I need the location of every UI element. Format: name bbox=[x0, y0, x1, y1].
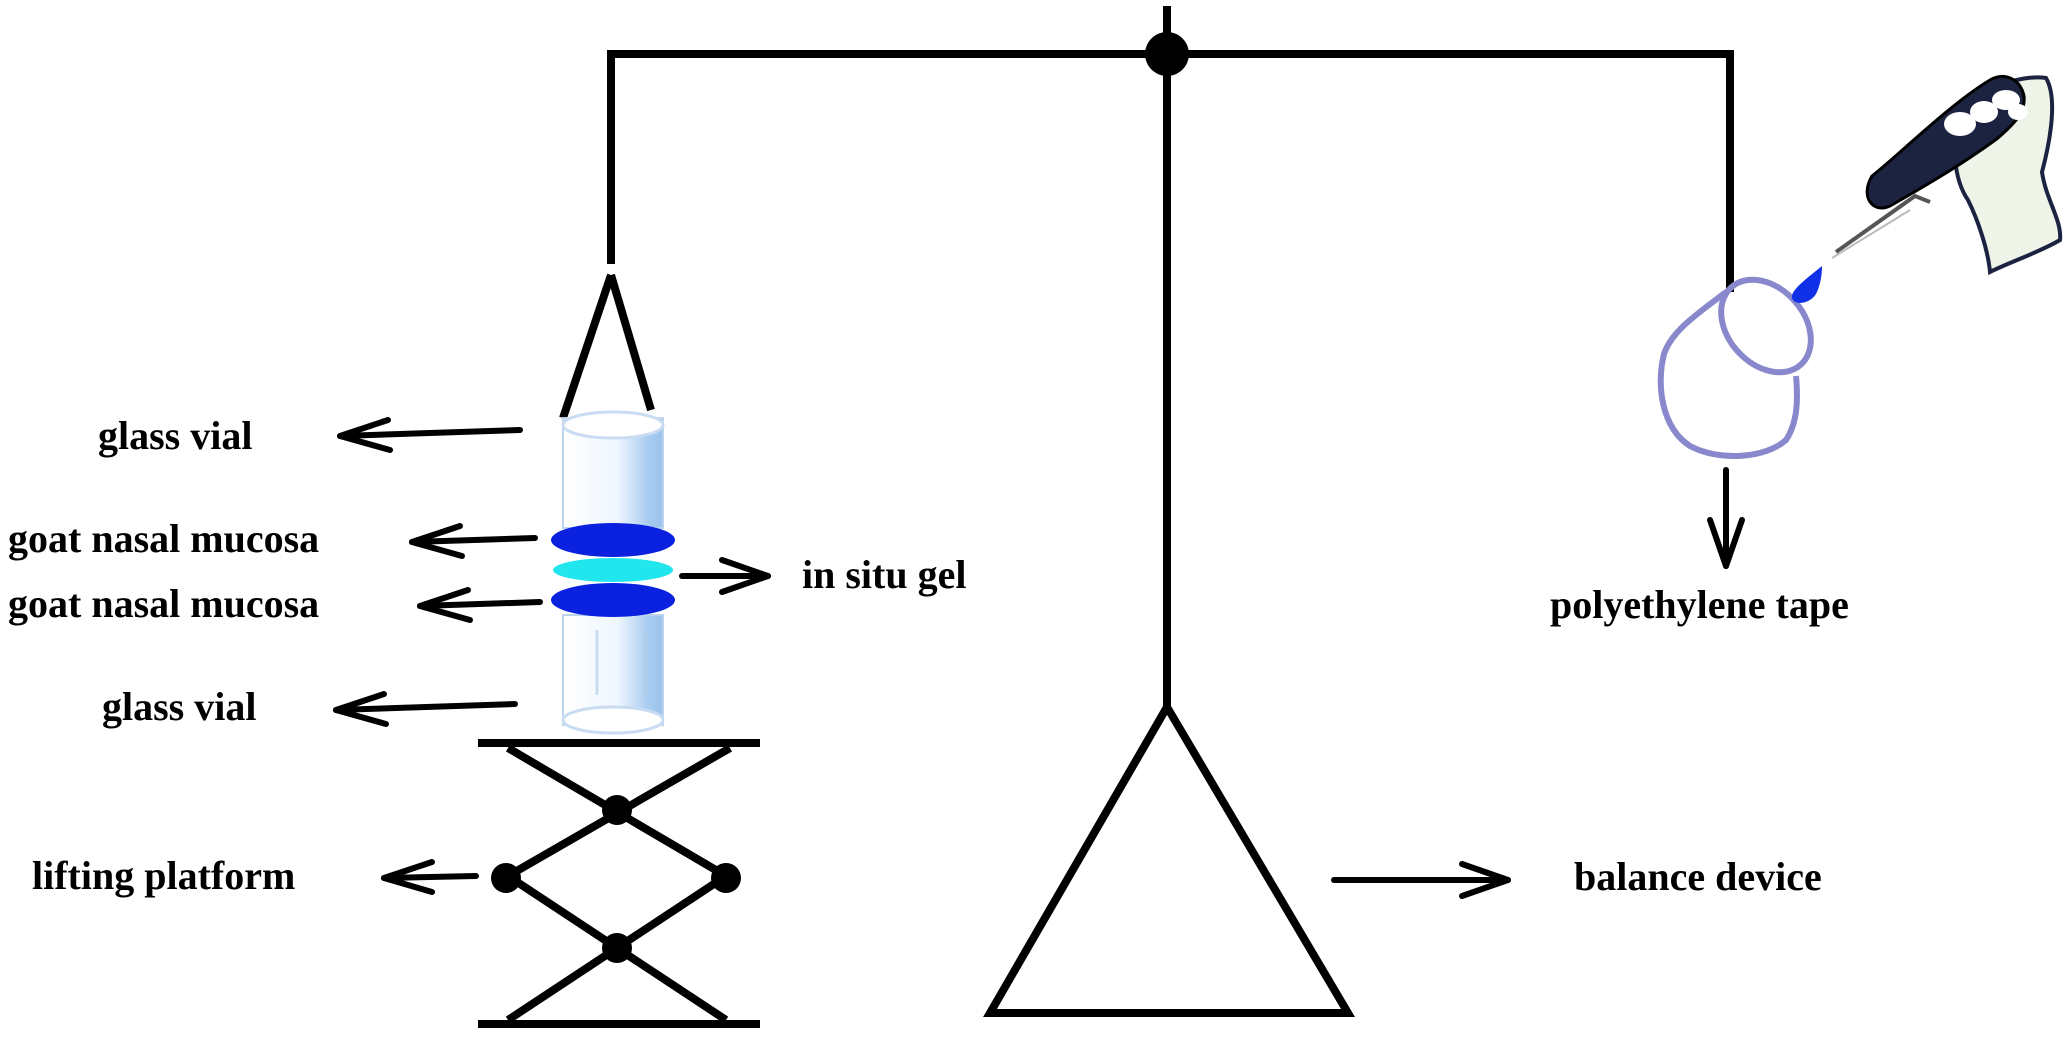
label-in-situ-gel: in situ gel bbox=[802, 552, 966, 597]
blue-drop-icon bbox=[1791, 266, 1822, 303]
hand-holding-dropper-icon bbox=[1831, 75, 2063, 276]
label-balance-device: balance device bbox=[1574, 854, 1822, 899]
arrow-glass-vial-bottom bbox=[333, 691, 518, 727]
beam-right-arm bbox=[1163, 50, 1734, 292]
lifting-platform-joints bbox=[491, 795, 741, 963]
arrow-balance-device bbox=[1331, 861, 1511, 899]
in-situ-gel-disc bbox=[553, 558, 673, 582]
glass-vial-stack bbox=[551, 410, 675, 735]
balance-beam bbox=[607, 6, 1734, 1017]
label-polyethylene-tape: polyethylene tape bbox=[1550, 582, 1849, 627]
arrow-lifting-platform bbox=[381, 859, 479, 895]
vial-hanger bbox=[559, 273, 655, 420]
label-lifting-platform: lifting platform bbox=[32, 853, 295, 898]
arrow-in-situ-gel bbox=[679, 557, 771, 595]
label-goat-nasal-mucosa-bottom: goat nasal mucosa bbox=[8, 581, 319, 626]
goat-nasal-mucosa-disc-top bbox=[551, 523, 675, 557]
label-glass-vial-top: glass vial bbox=[98, 413, 252, 458]
balance-pivot-dot bbox=[1145, 32, 1189, 76]
label-goat-nasal-mucosa-top: goat nasal mucosa bbox=[8, 516, 319, 561]
label-glass-vial-bottom: glass vial bbox=[102, 684, 256, 729]
beam-left-arm bbox=[607, 50, 1171, 264]
arrow-goat-nasal-mucosa-top bbox=[409, 523, 538, 559]
goat-nasal-mucosa-disc-bottom bbox=[551, 583, 675, 617]
arrow-polyethylene-tape bbox=[1707, 467, 1745, 569]
balance-base-triangle bbox=[983, 699, 1356, 1017]
annotation-arrows bbox=[333, 417, 1745, 899]
arrow-goat-nasal-mucosa-bottom bbox=[417, 587, 543, 623]
arrow-glass-vial-top bbox=[337, 417, 523, 453]
